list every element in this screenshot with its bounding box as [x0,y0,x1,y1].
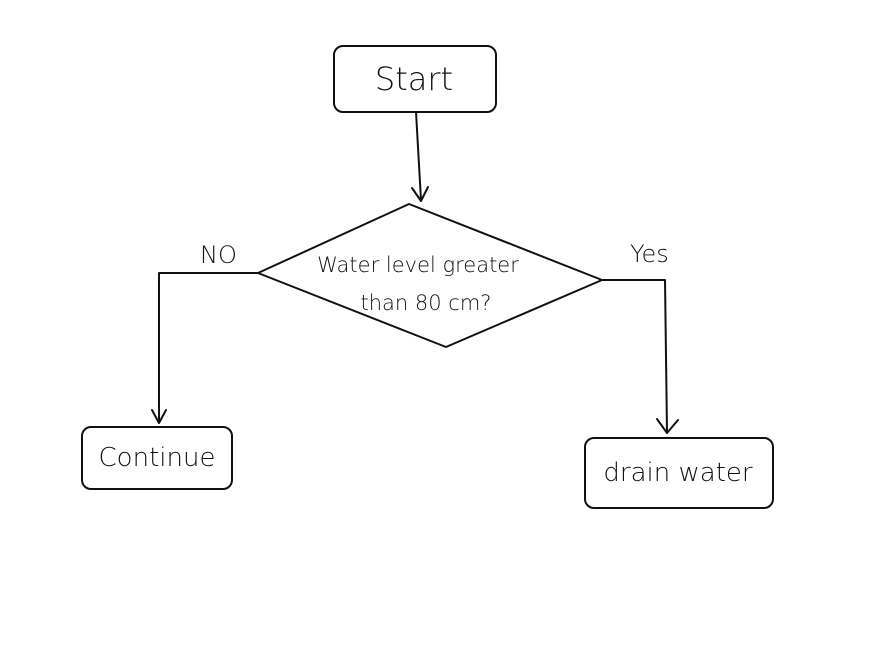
arrowhead-icon [151,409,167,424]
branch-no-label: NO [200,241,237,269]
start-label: Start [375,60,453,98]
drain-water-box [584,437,774,509]
connector-line [158,272,259,423]
decision-label-line1: Water level greater [317,253,519,277]
connector-line [415,111,422,201]
branch-yes-label: Yes [630,240,669,268]
drain-water-node: drain water [584,437,774,509]
continue-node: Continue [81,426,233,490]
connector-line [601,279,668,433]
arrow-start-to-decision [411,111,429,202]
decision-label-line2: than 80 cm? [361,291,492,315]
arrowhead-icon [411,186,429,202]
drain-water-label: drain water [603,458,752,488]
continue-box [81,426,233,490]
start-node: Start [333,45,497,113]
branch-no: NO [151,241,259,424]
decision-node: Water level greater than 80 cm? [257,203,603,348]
branch-yes: Yes [601,240,679,434]
decision-diamond [257,203,603,348]
continue-label: Continue [99,443,216,473]
arrowhead-icon [656,418,679,434]
